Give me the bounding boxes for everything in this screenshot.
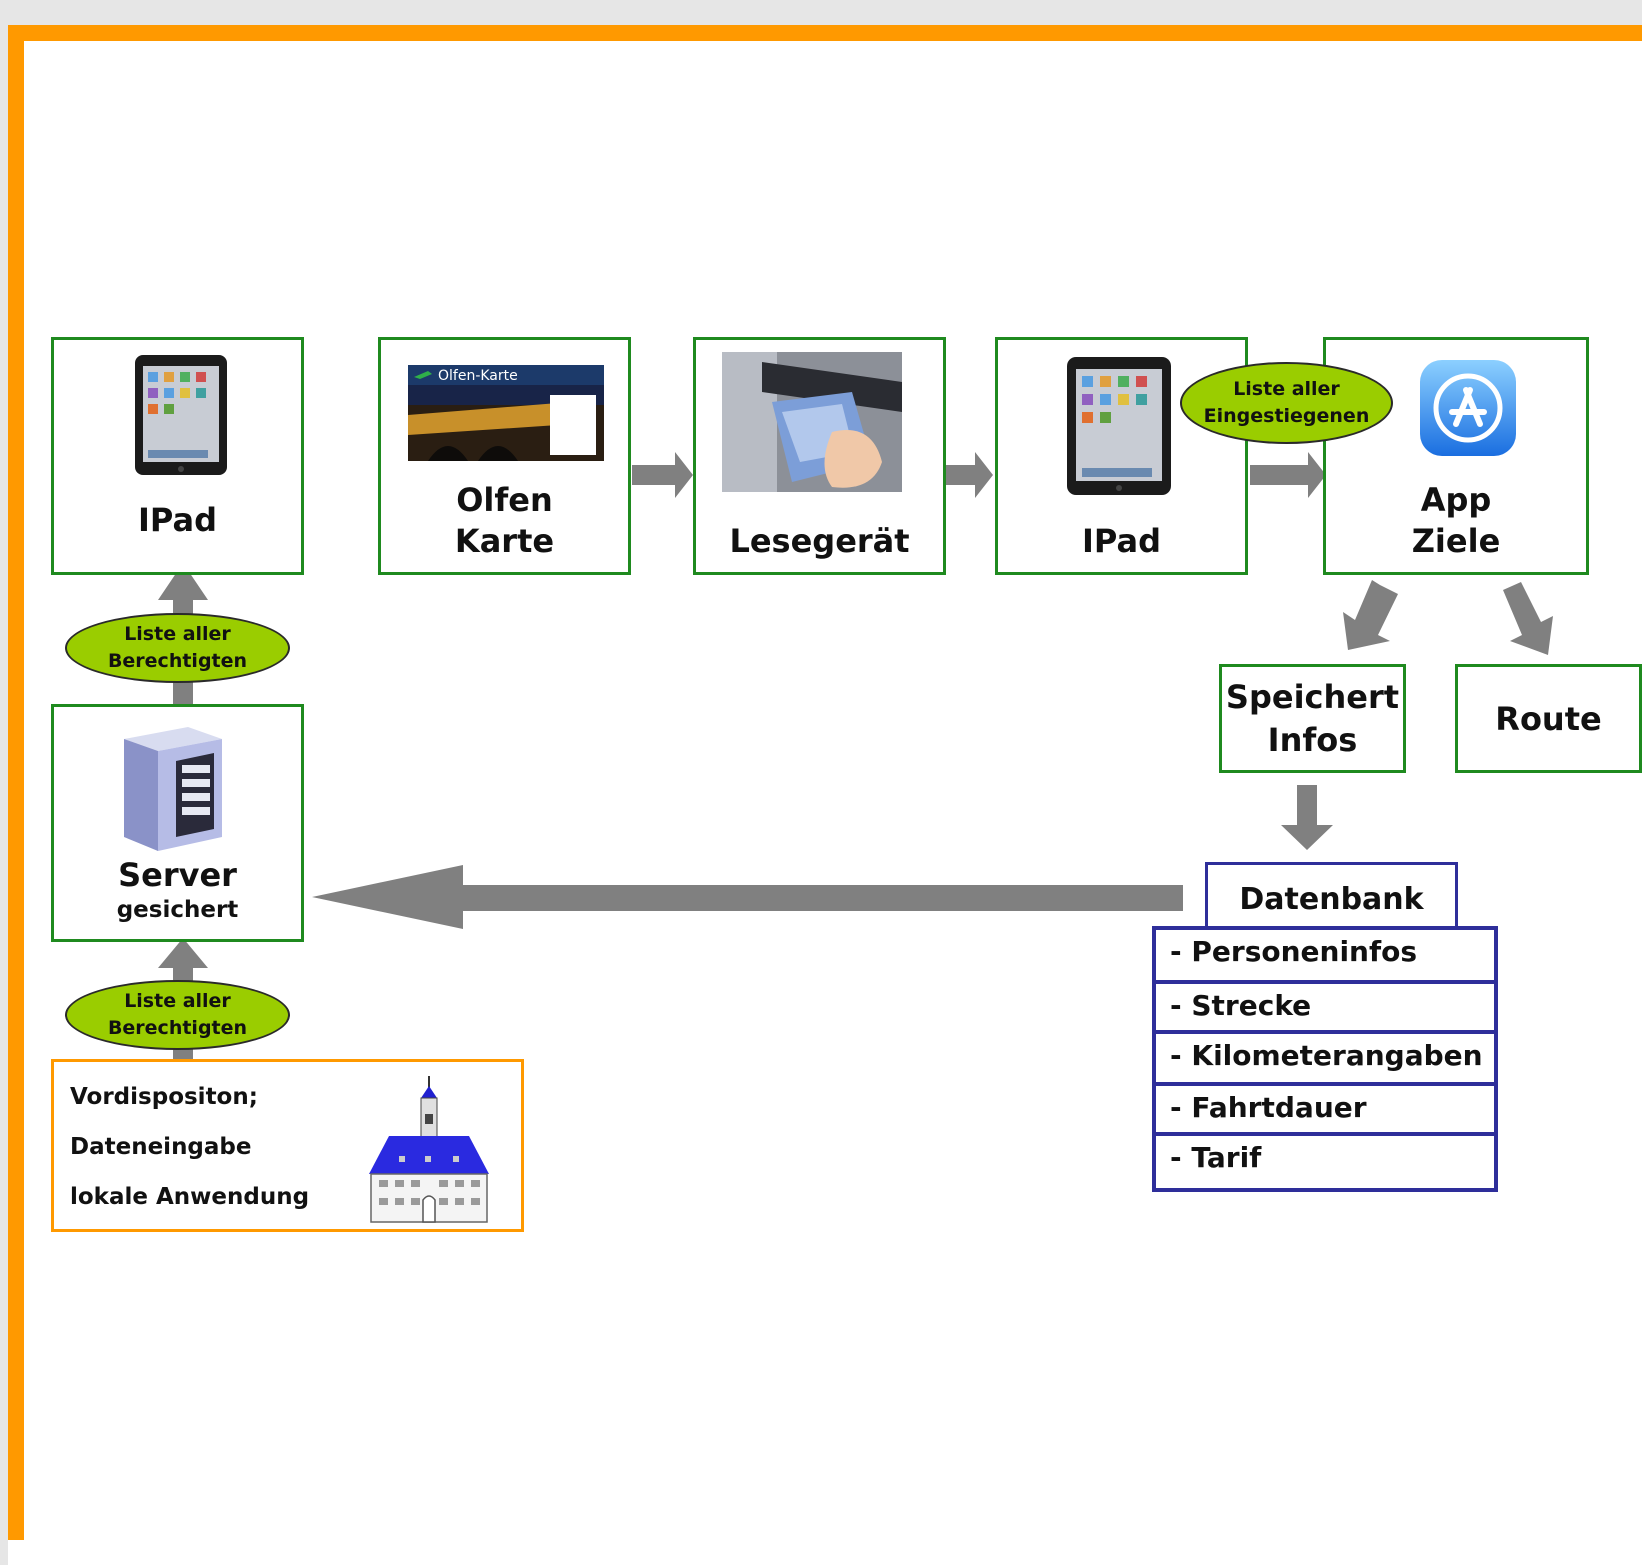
database-row-kilometerangaben: - Kilometerangaben [1152,1030,1498,1086]
node-ipad-mid: IPad [995,337,1248,575]
ipad-top-label: IPad [138,501,217,539]
database-row-strecke: - Strecke [1152,980,1498,1034]
oval-liste-berechtigten-bottom: Liste aller Berechtigten [65,980,290,1050]
oval-berechtigten-top-line2: Berechtigten [107,650,248,672]
ipad-mid-label: IPad [1082,522,1161,560]
orange-frame-left [8,25,24,1540]
app-label-line1: App [1420,481,1492,519]
card-caption: Olfen-Karte [438,368,518,384]
oval-berechtigten-top-line1: Liste aller [124,623,231,645]
arrow-speichert-to-db [1281,785,1333,850]
local-line-anwendung: lokale Anwendung [70,1184,310,1210]
olfen-label-line1: Olfen [456,481,553,519]
database-row-tarif: - Tarif [1152,1132,1498,1192]
node-lesegeraet: Lesegerät [693,337,946,575]
arrow-ipad-to-app [1250,452,1326,498]
server-label: Server [118,856,237,894]
lesegeraet-label: Lesegerät [729,522,910,560]
local-line-dateneingabe: Dateneingabe [70,1134,252,1160]
speichert-line1: Speichert [1225,678,1400,716]
oval-liste-berechtigten-top: Liste aller Berechtigten [65,613,290,683]
oval-berechtigten-bottom-line1: Liste aller [124,990,231,1012]
database-title: Datenbank [1239,882,1424,917]
database-row-fahrtdauer: - Fahrtdauer [1152,1082,1498,1136]
node-olfen-karte: Olfen-Karte Olfen Karte [378,337,631,575]
server-icon [124,727,222,851]
card-reader-image [722,352,902,492]
oval-berechtigten-bottom-line2: Berechtigten [107,1017,248,1039]
route-label: Route [1495,700,1602,738]
local-line-vordisposition: Vordispositon; [70,1084,258,1110]
local-application-box: Vordispositon; Dateneingabe lokale Anwen… [51,1059,524,1232]
oval-eingestiegenen-line2: Eingestiegenen [1203,405,1370,427]
database-header: Datenbank [1205,862,1458,928]
server-sublabel: gesichert [116,897,239,923]
arrow-app-to-speichert [1343,580,1398,650]
node-app-ziele: App Ziele [1323,337,1589,575]
app-label-line2: Ziele [1411,522,1501,560]
town-hall-icon [369,1076,489,1223]
arrow-lesegeraet-to-ipad [932,452,993,498]
database-row-personeninfos: - Personeninfos [1152,926,1498,984]
node-route: Route [1455,664,1642,773]
arrow-karte-to-lesegeraet [632,452,693,498]
oval-eingestiegenen-line1: Liste aller [1233,378,1340,400]
olfen-label-line2: Karte [454,522,555,560]
oval-liste-eingestiegenen: Liste aller Eingestiegenen [1180,362,1393,444]
olfen-card-image [408,365,604,461]
app-store-icon [1420,360,1516,456]
ipad-icon [135,355,227,475]
orange-frame-top [8,25,1642,41]
ipad-icon [1067,357,1171,495]
node-server: Server gesichert [51,704,304,942]
arrow-db-to-server [312,865,1183,929]
node-speichert-infos: Speichert Infos [1219,664,1406,773]
speichert-line2: Infos [1267,721,1358,759]
node-ipad-top: IPad [51,337,304,575]
arrow-app-to-route [1503,582,1553,655]
